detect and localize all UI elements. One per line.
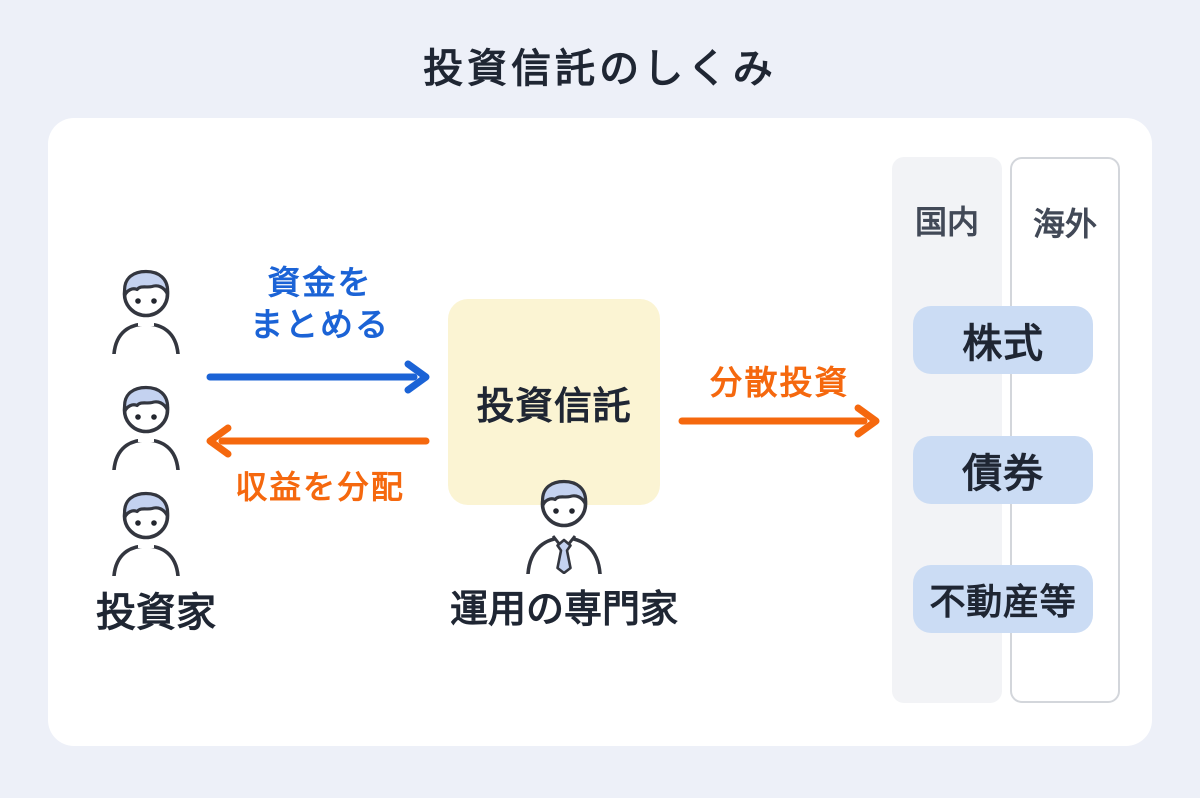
- fund-manager-icon: [526, 479, 602, 574]
- asset-pill-stocks-label: 株式: [962, 321, 1044, 367]
- fund-box: 投資信託: [448, 299, 660, 505]
- fund-box-label: 投資信託: [476, 383, 632, 428]
- asset-pill-bonds: 債券: [913, 436, 1093, 504]
- distribute-profits-label: 収益を分配: [235, 468, 405, 506]
- investors-label: 投資家: [96, 590, 216, 636]
- fund-manager-label: 運用の専門家: [449, 587, 678, 631]
- distribute-profits-arrow: [206, 424, 430, 458]
- overseas-column-header: 海外: [1032, 205, 1097, 243]
- gather-funds-label: 資金を まとめる: [200, 262, 440, 346]
- diversify-label: 分散投資: [709, 363, 850, 402]
- investor-icon: [112, 385, 180, 470]
- gather-funds-label-line2: まとめる: [250, 305, 390, 344]
- page-title: 投資信託のしくみ: [423, 46, 777, 92]
- asset-pill-bonds-label: 債券: [962, 451, 1044, 497]
- investor-icon: [112, 269, 180, 354]
- asset-pill-real-estate: 不動産等: [913, 565, 1093, 633]
- investor-icon: [112, 491, 180, 576]
- asset-pill-real-estate-label: 不動産等: [929, 582, 1077, 623]
- domestic-column-header: 国内: [914, 203, 979, 241]
- diversify-arrow: [678, 404, 880, 438]
- gather-funds-label-line1: 資金を: [267, 263, 373, 302]
- asset-pill-stocks: 株式: [913, 306, 1093, 374]
- gather-funds-arrow: [206, 360, 430, 394]
